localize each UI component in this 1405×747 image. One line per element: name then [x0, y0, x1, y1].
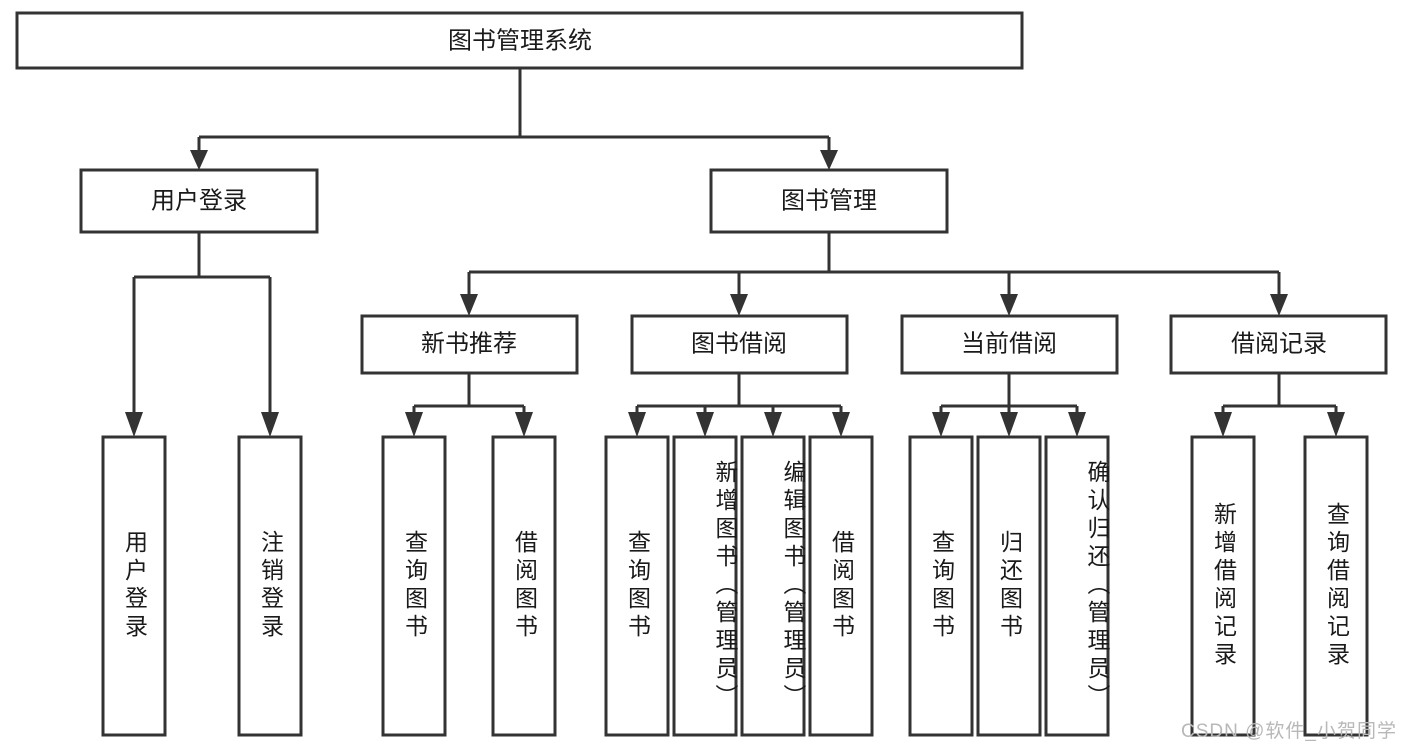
- node-root-label: 图书管理系统: [448, 27, 592, 54]
- arrow-newbook-leaf-2: [515, 412, 533, 437]
- connector-group-bookborrow: [628, 373, 850, 437]
- node-current-borrow-label: 当前借阅: [961, 330, 1057, 357]
- node-new-book-recommend-label: 新书推荐: [421, 330, 517, 357]
- leaf-box-book-borrow-2[interactable]: [672, 435, 738, 737]
- leaf-box-borrow-record-1[interactable]: [1190, 435, 1256, 737]
- leaf-box-book-borrow-4[interactable]: [808, 435, 874, 737]
- connector-group-bookmgmt: [460, 232, 1288, 316]
- node-new-book-recommend-box[interactable]: [360, 314, 579, 375]
- connector-group-root: [190, 68, 838, 170]
- arrow-currentborrow-leaf-3: [1068, 412, 1086, 437]
- connector-group-userlogin: [125, 232, 279, 437]
- node-user-login[interactable]: 用户登录: [79, 168, 319, 234]
- leaf-box-book-borrow-1[interactable]: [604, 435, 670, 737]
- node-current-borrow[interactable]: 当前借阅: [900, 314, 1119, 375]
- node-user-login-box[interactable]: [79, 168, 319, 234]
- node-book-borrow-box[interactable]: [630, 314, 849, 375]
- arrow-root-to-bookmgmt: [820, 150, 838, 170]
- arrow-userlogin-leaf-1: [125, 412, 143, 437]
- node-book-management-label: 图书管理: [781, 187, 877, 214]
- leaf-box-current-borrow-2[interactable]: [976, 435, 1042, 737]
- node-borrow-record-box[interactable]: [1169, 314, 1388, 375]
- arrow-bookmgmt-child-1: [460, 294, 478, 316]
- leaf-boxes-book-borrow: [604, 435, 874, 737]
- node-borrow-record-label: 借阅记录: [1231, 330, 1327, 357]
- csdn-watermark: CSDN @软件_小贺同学: [1181, 721, 1397, 742]
- arrow-currentborrow-leaf-1: [932, 412, 950, 437]
- leaf-box-current-borrow-3[interactable]: [1044, 435, 1110, 737]
- node-borrow-record[interactable]: 借阅记录: [1169, 314, 1388, 375]
- leaf-box-current-borrow-1[interactable]: [908, 435, 974, 737]
- arrow-bookmgmt-child-4: [1270, 294, 1288, 316]
- leaf-boxes-user-login: [101, 435, 303, 737]
- node-root-box[interactable]: [15, 11, 1024, 70]
- arrow-userlogin-leaf-2: [261, 412, 279, 437]
- connector-group-newbook: [405, 373, 533, 437]
- arrow-bookborrow-leaf-3: [764, 412, 782, 437]
- connector-group-borrowrecord: [1214, 373, 1345, 437]
- node-book-borrow[interactable]: 图书借阅: [630, 314, 849, 375]
- arrow-bookmgmt-child-3: [1000, 294, 1018, 316]
- arrow-root-to-userlogin: [190, 150, 208, 170]
- arrow-bookborrow-leaf-4: [832, 412, 850, 437]
- leaf-boxes-current-borrow: [908, 435, 1110, 737]
- arrow-bookborrow-leaf-2: [696, 412, 714, 437]
- arrow-bookborrow-leaf-1: [628, 412, 646, 437]
- node-current-borrow-box[interactable]: [900, 314, 1119, 375]
- arrow-borrowrecord-leaf-1: [1214, 412, 1232, 437]
- leaf-box-new-book-1[interactable]: [381, 435, 447, 737]
- node-book-management[interactable]: 图书管理: [709, 168, 949, 234]
- node-user-login-label: 用户登录: [151, 187, 247, 214]
- arrow-borrowrecord-leaf-2: [1327, 412, 1345, 437]
- arrow-bookmgmt-child-2: [730, 294, 748, 316]
- leaf-box-new-book-2[interactable]: [491, 435, 557, 737]
- leaf-box-borrow-record-2[interactable]: [1303, 435, 1369, 737]
- arrow-currentborrow-leaf-2: [1000, 412, 1018, 437]
- node-book-management-box[interactable]: [709, 168, 949, 234]
- arrow-newbook-leaf-1: [405, 412, 423, 437]
- connector-group-currentborrow: [932, 373, 1086, 437]
- leaf-box-user-login-2[interactable]: [237, 435, 303, 737]
- leaf-boxes-borrow-record: [1190, 435, 1369, 737]
- leaf-box-user-login-1[interactable]: [101, 435, 167, 737]
- node-root[interactable]: 图书管理系统: [15, 11, 1024, 70]
- node-book-borrow-label: 图书借阅: [691, 330, 787, 357]
- leaf-box-book-borrow-3[interactable]: [740, 435, 806, 737]
- leaf-boxes-new-book: [381, 435, 557, 737]
- node-new-book-recommend[interactable]: 新书推荐: [360, 314, 579, 375]
